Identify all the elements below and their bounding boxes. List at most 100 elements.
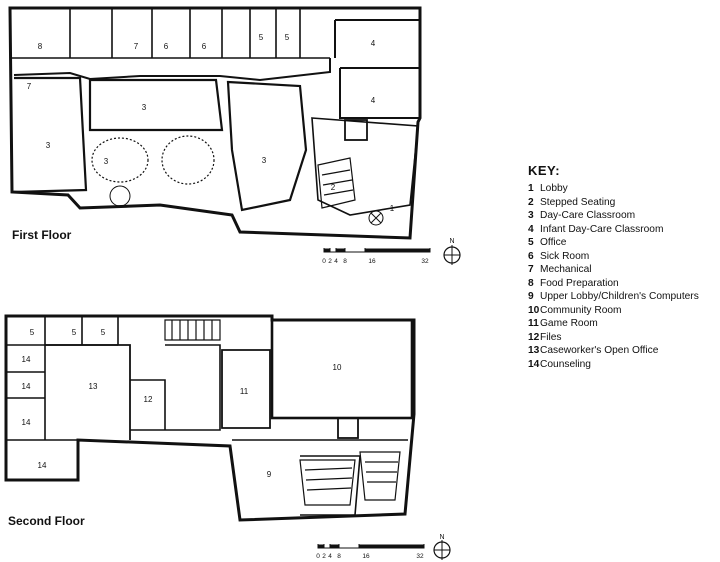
- scale-tick: 0: [322, 258, 326, 265]
- second-floor-elevator: [337, 417, 359, 439]
- room-label: 5: [101, 328, 106, 337]
- first-floor-office-strip: [10, 8, 330, 59]
- room-label: 7: [134, 42, 139, 51]
- key-item-number: 5: [528, 237, 534, 248]
- first-floor-title: First Floor: [12, 228, 72, 242]
- key-item: 11Game Room: [528, 317, 718, 331]
- first-floor-planter-left: [91, 137, 149, 183]
- second-floor-upper-lobby: [232, 439, 408, 516]
- room-label: 3: [46, 141, 51, 150]
- room-label: 13: [89, 382, 98, 391]
- room-label: 4: [371, 39, 376, 48]
- second-floor-community-room: [270, 318, 414, 420]
- key-item: 13Caseworker's Open Office: [528, 344, 718, 358]
- scale-bar-second-ticks: 0 2 4 8 16 32: [316, 553, 424, 560]
- first-floor-entry-x: [370, 212, 382, 224]
- scale-tick: 32: [416, 553, 424, 560]
- room-label: 14: [38, 461, 47, 470]
- second-floor-caseworker: [45, 344, 131, 440]
- scale-tick: 2: [328, 258, 332, 265]
- key-item: 9 Upper Lobby/Children's Computers: [528, 290, 718, 304]
- second-floor-files: [130, 344, 221, 431]
- scale-tick: 0: [316, 553, 320, 560]
- first-floor-tree: [109, 185, 131, 207]
- room-label: 5: [72, 328, 77, 337]
- north-arrow-first: N: [443, 238, 461, 265]
- room-label: 14: [22, 382, 31, 391]
- key-item-number: 14: [528, 358, 540, 370]
- key-title: KEY:: [528, 163, 561, 178]
- key-item: 2 Stepped Seating: [528, 196, 718, 210]
- key-item: 5 Office: [528, 236, 718, 250]
- key-item-number: 13: [528, 345, 540, 356]
- room-label: 6: [164, 42, 169, 51]
- key-item-number: 1: [528, 183, 534, 194]
- key-item-label: Counseling: [540, 358, 591, 370]
- key-item-label: Office: [540, 237, 567, 248]
- room-label: 11: [240, 387, 249, 396]
- key-item: 1 Lobby: [528, 182, 718, 196]
- key-item: 8 Food Preparation: [528, 277, 718, 291]
- second-floor-stair: [299, 459, 356, 506]
- key-item-number: 8: [528, 277, 534, 289]
- key-item-label: Infant Day-Care Classroom: [540, 223, 664, 235]
- key-item-label: Stepped Seating: [540, 196, 616, 208]
- scale-tick: 8: [337, 553, 341, 560]
- key-item-number: 2: [528, 196, 534, 208]
- key-item-label: Mechanical: [540, 264, 592, 275]
- key-item-number: 3: [528, 210, 534, 221]
- first-floor-daycare-right: [226, 80, 308, 212]
- first-floor-corridor: [13, 58, 331, 82]
- second-floor-game-room: [221, 349, 271, 429]
- room-label: 12: [144, 395, 153, 404]
- second-floor-plan: [4, 314, 416, 522]
- room-label: 3: [262, 156, 267, 165]
- room-label: 14: [22, 355, 31, 364]
- room-label: 10: [333, 363, 342, 372]
- key-item-number: 9: [528, 291, 534, 302]
- key-item-label: Community Room: [540, 304, 622, 316]
- first-floor-room-labels: 1 2 3 3 3 3 4 4 5 5 6 6 7 7 8: [27, 33, 395, 213]
- room-label: 5: [30, 328, 35, 337]
- first-floor-daycare-center: [88, 78, 224, 132]
- first-floor-planter-right: [161, 135, 215, 185]
- room-label: 6: [202, 42, 207, 51]
- first-floor-entry-mark: [368, 210, 384, 226]
- key-item: 6 Sick Room: [528, 250, 718, 264]
- room-label: 2: [331, 183, 336, 192]
- second-floor-counseling: [6, 345, 78, 441]
- key-item-number: 4: [528, 223, 534, 235]
- key-item-label: Caseworker's Open Office: [540, 345, 659, 356]
- second-floor-room-labels: 5 5 5 9 10 11 12 13 14 14 14 14: [22, 328, 342, 479]
- north-arrow-second: N: [433, 534, 451, 560]
- first-floor-infant-rooms: [334, 19, 420, 119]
- first-floor-elevator: [344, 119, 368, 141]
- room-label: 3: [104, 157, 109, 166]
- scale-tick: 16: [368, 258, 376, 265]
- north-arrow-label: N: [439, 534, 444, 541]
- room-label: 8: [38, 42, 43, 51]
- key-item-label: Lobby: [540, 183, 568, 194]
- room-label: 5: [259, 33, 264, 42]
- room-label: 3: [142, 103, 147, 112]
- north-arrow-label: N: [449, 238, 454, 245]
- key-item-number: 6: [528, 250, 534, 262]
- key-item-label: Upper Lobby/Children's Computers: [540, 291, 699, 302]
- scale-tick: 8: [343, 258, 347, 265]
- key-item-label: Food Preparation: [540, 277, 619, 289]
- scale-tick: 4: [328, 553, 332, 560]
- room-label: 5: [285, 33, 290, 42]
- key-item-number: 11: [528, 318, 539, 329]
- scale-bar-first-ticks: 0 2 4 8 16 32: [322, 258, 429, 265]
- room-label: 7: [27, 82, 32, 91]
- key-item-label: Files: [540, 331, 562, 343]
- room-label: 4: [371, 96, 376, 105]
- second-floor-stair-b: [164, 319, 221, 341]
- key-item-label: Sick Room: [540, 250, 590, 262]
- room-label: 1: [390, 204, 395, 213]
- second-floor-stair-c: [359, 451, 401, 501]
- second-floor-title: Second Floor: [8, 514, 85, 528]
